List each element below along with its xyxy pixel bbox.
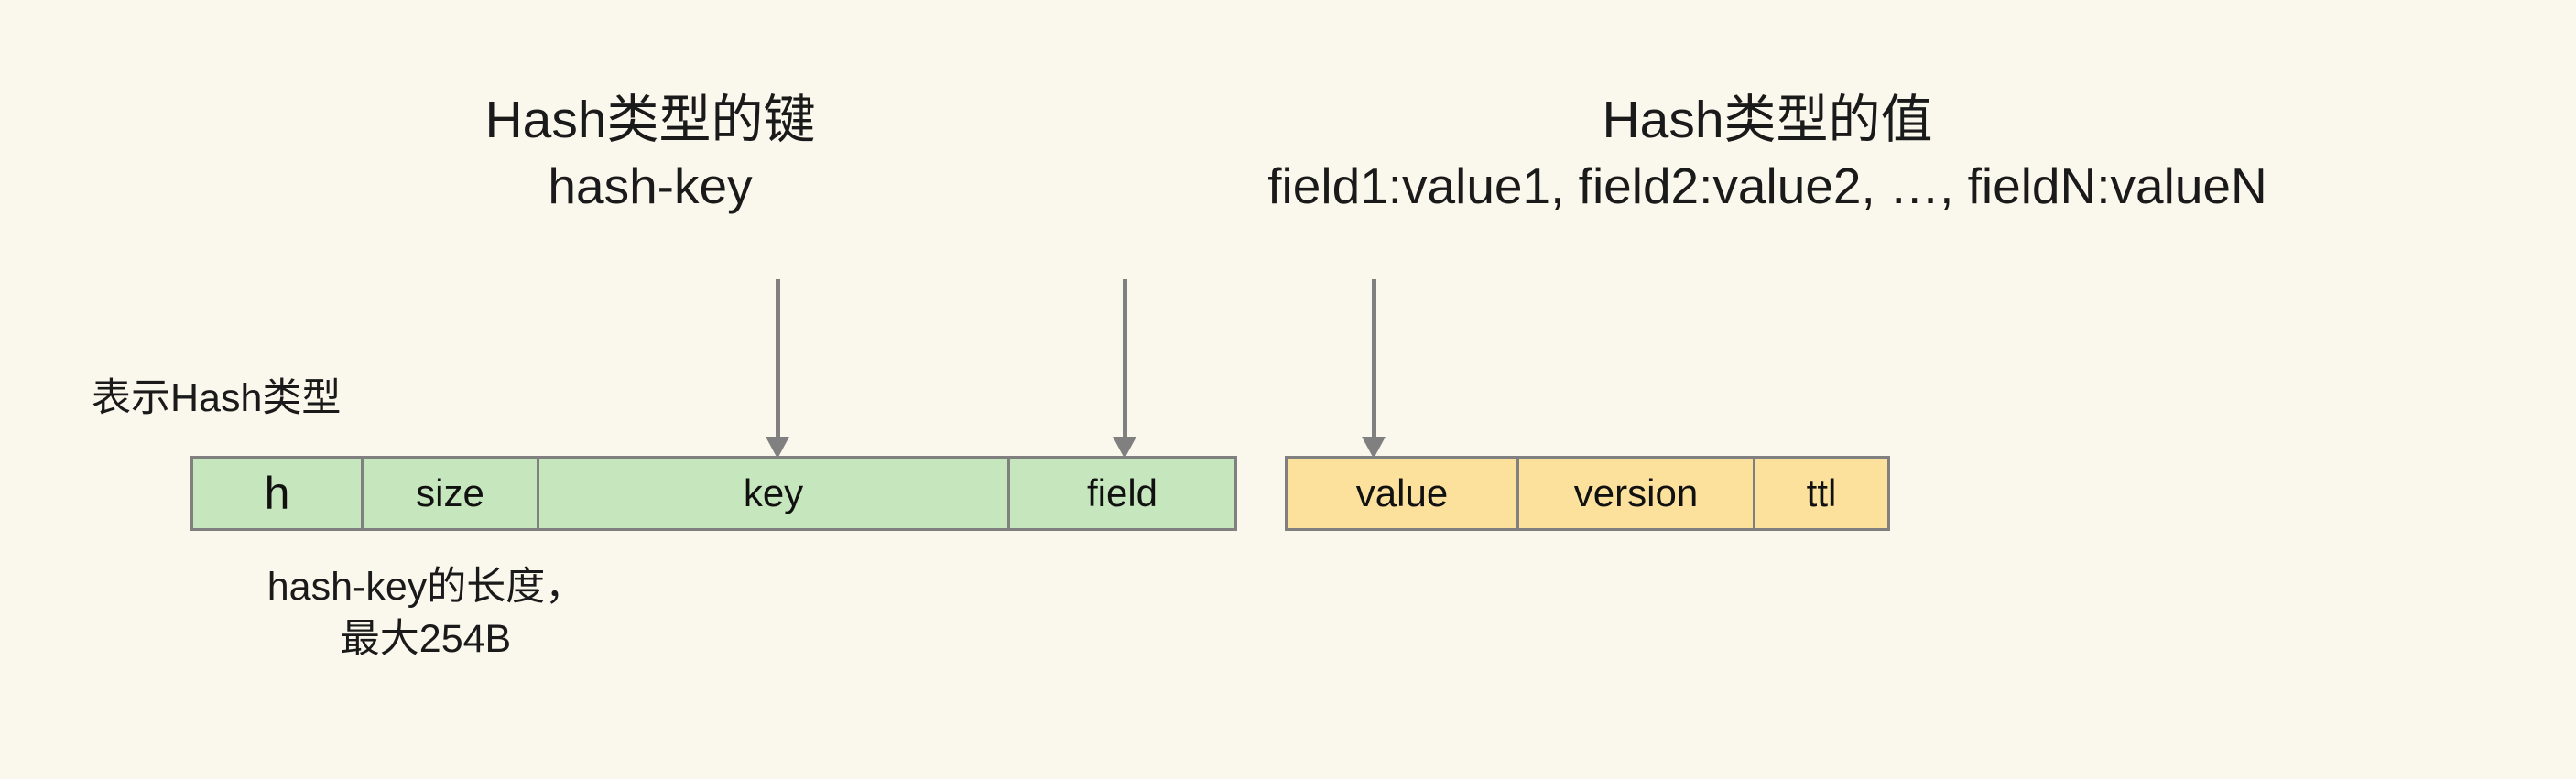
arrow-shaft xyxy=(1123,279,1127,438)
value-header-title: Hash类型的值 xyxy=(1602,91,1933,149)
arrow-to-field-icon xyxy=(1113,279,1136,459)
arrow-to-key-icon xyxy=(766,279,789,459)
value-cell-ttl: ttl xyxy=(1755,459,1887,528)
arrow-head xyxy=(1362,437,1386,459)
key-header-title: Hash类型的键 xyxy=(484,91,816,149)
key-cell-field: field xyxy=(1010,459,1234,528)
key-cell-type: h xyxy=(193,459,364,528)
key-cell-size: size xyxy=(364,459,539,528)
hash-value-encoding-row: value version ttl xyxy=(1285,456,1890,531)
hash-key-encoding-row: h size key field xyxy=(190,456,1237,531)
value-cell-value: value xyxy=(1288,459,1519,528)
arrow-to-value-icon xyxy=(1362,279,1386,459)
length-note-line2: 最大254B xyxy=(340,617,512,662)
key-header-group: Hash类型的键 hash-key xyxy=(385,87,916,218)
arrow-head xyxy=(1113,437,1136,459)
arrow-shaft xyxy=(1372,279,1376,438)
length-note-caption: hash-key的长度， 最大254B xyxy=(160,561,691,665)
length-note-line1: hash-key的长度， xyxy=(266,565,585,609)
arrow-shaft xyxy=(776,279,780,438)
value-header-group: Hash类型的值 field1:value1, field2:value2, …… xyxy=(1053,87,2482,218)
arrow-head xyxy=(766,437,789,459)
type-marker-caption: 表示Hash类型 xyxy=(92,376,342,420)
key-header-example: hash-key xyxy=(548,157,753,214)
value-cell-version: version xyxy=(1519,459,1755,528)
value-header-example: field1:value1, field2:value2, …, fieldN:… xyxy=(1267,157,2267,214)
key-cell-key: key xyxy=(539,459,1010,528)
